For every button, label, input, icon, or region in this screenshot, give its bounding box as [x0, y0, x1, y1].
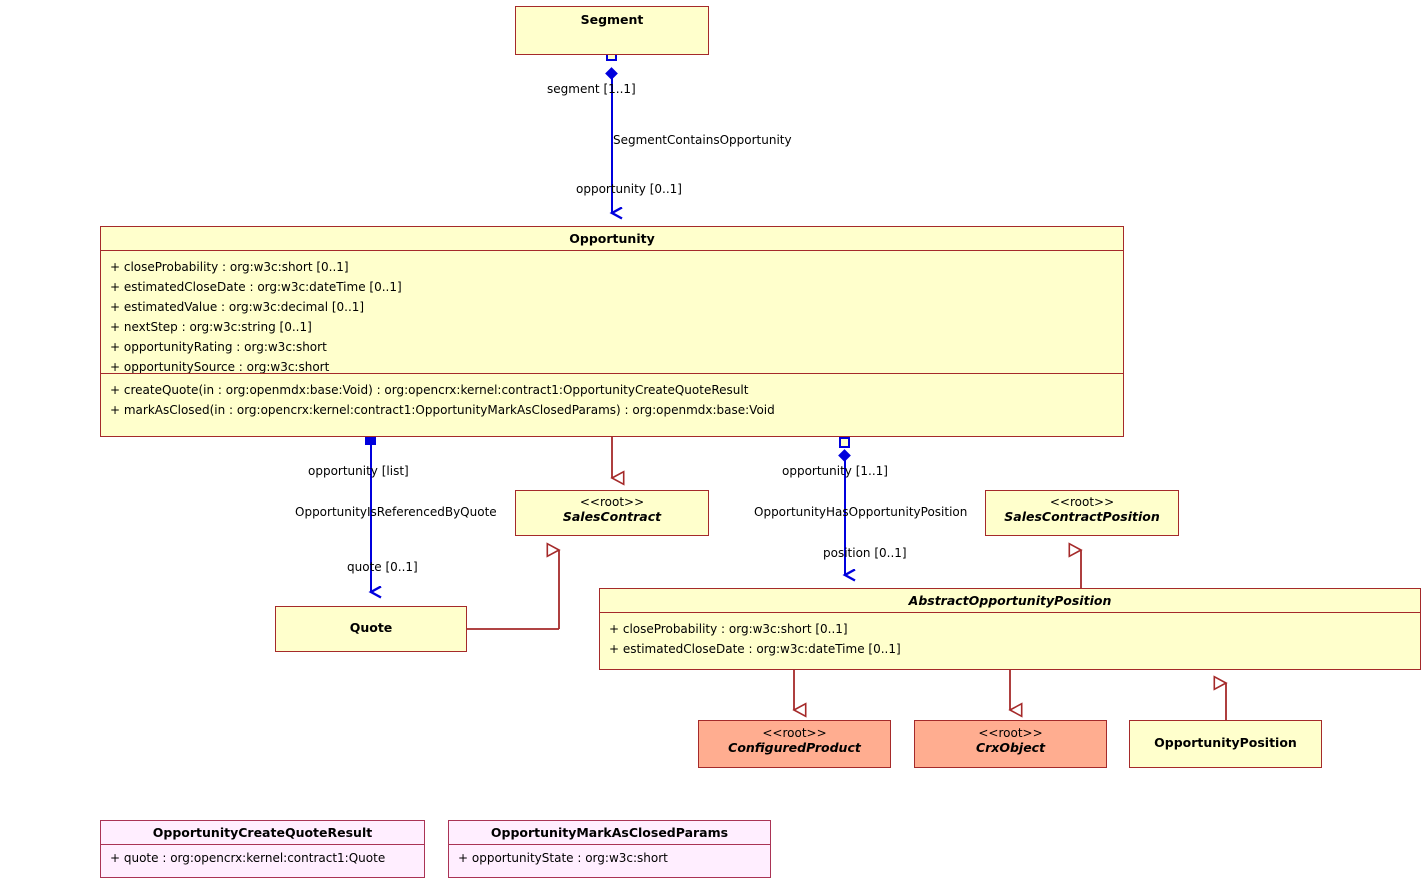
attribute-row: + estimatedValue : org:w3c:decimal [0..1… — [110, 300, 365, 314]
class-name-quote: Quote — [349, 620, 393, 635]
class-box-configuredproduct[interactable]: <<root>> ConfiguredProduct — [698, 720, 891, 768]
edge-label-opportunity-1-1-role: opportunity [1..1] — [782, 464, 888, 478]
class-box-segment[interactable]: Segment — [515, 6, 709, 55]
class-header-salescontract: <<root>> SalesContract — [516, 491, 708, 530]
class-name-opportunityposition: OpportunityPosition — [1154, 735, 1297, 750]
class-header-quote: Quote — [276, 607, 466, 641]
attribute-row: + estimatedCloseDate : org:w3c:dateTime … — [110, 280, 402, 294]
class-stereotype-configuredproduct: <<root>> — [762, 726, 827, 740]
edge-label-position-role: position [0..1] — [823, 546, 907, 560]
class-box-abstractopportunityposition[interactable]: AbstractOpportunityPosition + closeProba… — [599, 588, 1421, 670]
class-box-crxobject[interactable]: <<root>> CrxObject — [914, 720, 1107, 768]
attribute-row: + nextStep : org:w3c:string [0..1] — [110, 320, 312, 334]
attribute-row: + opportunityRating : org:w3c:short — [110, 340, 327, 354]
attribute-row: + opportunitySource : org:w3c:short — [110, 360, 330, 374]
composition-diamond-segment — [605, 67, 618, 80]
class-box-opportunity[interactable]: Opportunity + closeProbability : org:w3c… — [100, 226, 1124, 437]
class-header-opportunityposition: OpportunityPosition — [1130, 721, 1321, 756]
class-box-opportunitymarkasclosedparams[interactable]: OpportunityMarkAsClosedParams + opportun… — [448, 820, 771, 878]
class-box-quote[interactable]: Quote — [275, 606, 467, 652]
class-name-opportunitymarkasclosedparams: OpportunityMarkAsClosedParams — [490, 825, 729, 840]
edge-label-opportunity-list-role: opportunity [list] — [308, 464, 409, 478]
class-stereotype-crxobject: <<root>> — [978, 726, 1043, 740]
class-header-opportunity: Opportunity — [101, 227, 1123, 251]
edge-label-opportunity-is-referenced-by-quote: OpportunityIsReferencedByQuote — [295, 505, 497, 519]
class-box-opportunitycreatequoteresult[interactable]: OpportunityCreateQuoteResult + quote : o… — [100, 820, 425, 878]
attribute-row: + closeProbability : org:w3c:short [0..1… — [110, 260, 349, 274]
class-attributes-opportunitycreatequoteresult: + quote : org:opencrx:kernel:contract1:Q… — [101, 845, 424, 872]
class-box-opportunityposition[interactable]: OpportunityPosition — [1129, 720, 1322, 768]
class-attributes-opportunity: + closeProbability : org:w3c:short [0..1… — [101, 251, 1123, 374]
attribute-row: + closeProbability : org:w3c:short [0..1… — [609, 622, 848, 636]
association-port-opportunity-position — [839, 437, 850, 448]
edge-label-opportunity-role: opportunity [0..1] — [576, 182, 682, 196]
edge-label-quote-role: quote [0..1] — [347, 560, 418, 574]
class-name-salescontractposition: SalesContractPosition — [1004, 509, 1160, 524]
class-name-opportunity: Opportunity — [569, 231, 655, 246]
class-header-opportunitycreatequoteresult: OpportunityCreateQuoteResult — [101, 821, 424, 845]
class-header-salescontractposition: <<root>> SalesContractPosition — [986, 491, 1178, 530]
class-name-abstractopportunityposition: AbstractOpportunityPosition — [908, 593, 1112, 608]
operation-row: + createQuote(in : org:openmdx:base:Void… — [110, 383, 749, 397]
class-header-abstractopportunityposition: AbstractOpportunityPosition — [600, 589, 1420, 613]
class-header-configuredproduct: <<root>> ConfiguredProduct — [699, 721, 890, 761]
class-box-salescontractposition[interactable]: <<root>> SalesContractPosition — [985, 490, 1179, 536]
edge-generalization-quote-salescontract — [467, 550, 559, 630]
class-attributes-opportunitymarkasclosedparams: + opportunityState : org:w3c:short — [449, 845, 770, 872]
class-stereotype-salescontract: <<root>> — [579, 495, 645, 509]
class-name-opportunitycreatequoteresult: OpportunityCreateQuoteResult — [152, 825, 373, 840]
class-header-crxobject: <<root>> CrxObject — [915, 721, 1106, 761]
composition-diamond-opportunity-position — [838, 449, 851, 462]
edge-label-segment-role: segment [1..1] — [547, 82, 636, 96]
attribute-row: + quote : org:opencrx:kernel:contract1:Q… — [110, 851, 386, 865]
class-name-crxobject: CrxObject — [975, 740, 1046, 755]
class-header-segment: Segment — [516, 7, 708, 33]
class-operations-opportunity: + createQuote(in : org:openmdx:base:Void… — [101, 373, 1123, 426]
edge-label-segment-contains-opportunity: SegmentContainsOpportunity — [613, 133, 792, 147]
class-name-salescontract: SalesContract — [562, 509, 662, 524]
edge-label-opportunity-has-opportunity-position: OpportunityHasOpportunityPosition — [754, 505, 968, 519]
class-attributes-abstractopportunityposition: + closeProbability : org:w3c:short [0..1… — [600, 613, 1420, 665]
class-name-configuredproduct: ConfiguredProduct — [728, 740, 861, 755]
operation-row: + markAsClosed(in : org:opencrx:kernel:c… — [110, 403, 775, 417]
class-name-segment: Segment — [580, 12, 644, 27]
class-box-salescontract[interactable]: <<root>> SalesContract — [515, 490, 709, 536]
class-header-opportunitymarkasclosedparams: OpportunityMarkAsClosedParams — [449, 821, 770, 845]
class-stereotype-salescontractposition: <<root>> — [1049, 495, 1115, 509]
attribute-row: + estimatedCloseDate : org:w3c:dateTime … — [609, 642, 901, 656]
attribute-row: + opportunityState : org:w3c:short — [458, 851, 668, 865]
